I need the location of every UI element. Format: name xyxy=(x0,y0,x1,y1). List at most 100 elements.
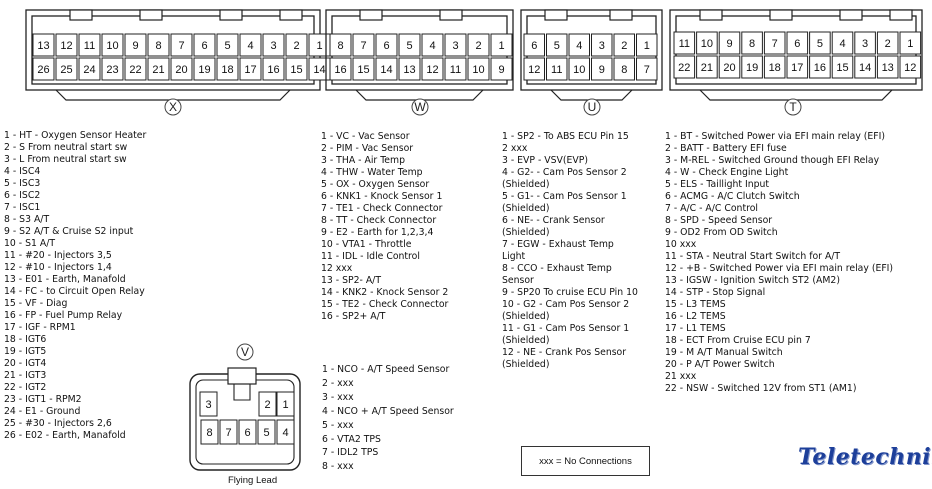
pinout-line: 1 - VC - Vac Sensor xyxy=(321,131,410,142)
pin-cavity xyxy=(285,33,308,57)
locking-tab xyxy=(609,9,633,21)
pin-cavity xyxy=(831,55,854,79)
pinout-line: 1 - HT - Oxygen Sensor Heater xyxy=(4,130,147,141)
pin-cavity xyxy=(763,31,786,55)
pin-cavity xyxy=(854,55,876,79)
pinout-line: 2 - S From neutral start sw xyxy=(4,142,128,153)
pin-number: 13 xyxy=(882,62,894,74)
pin-cavity xyxy=(170,57,193,81)
pin-cavity xyxy=(329,33,352,57)
pinout-line: 2 - PIM - Vac Sensor xyxy=(321,143,414,154)
pinout-line: (Shielded) xyxy=(502,359,550,370)
pinout-line: 4 - NCO + A/T Speed Sensor xyxy=(322,405,454,417)
pin-number: 20 xyxy=(175,64,187,76)
pin-number: 8 xyxy=(621,64,627,76)
pin-number: 21 xyxy=(701,62,713,74)
pinout-line: 7 - A/C - A/C Control xyxy=(665,203,758,214)
pin-number: 7 xyxy=(644,64,650,76)
pinout-line: 24 - E1 - Ground xyxy=(4,406,81,417)
pin-cavity xyxy=(238,419,257,445)
pinout-line: 13 - SP2- A/T xyxy=(321,275,381,286)
pinout-line: (Shielded) xyxy=(502,179,550,190)
pin-cavity xyxy=(276,391,295,417)
pin-cavity xyxy=(718,55,741,79)
pin-cavity xyxy=(546,57,568,81)
pin-cavity xyxy=(262,57,285,81)
pinout-line: 2 - xxx xyxy=(322,377,354,389)
pin-cavity xyxy=(786,31,809,55)
pinout-line: 3 - THA - Air Temp xyxy=(321,155,405,166)
pin-number: 24 xyxy=(83,64,95,76)
pinout-line: 17 - IGF - RPM1 xyxy=(4,322,76,333)
pin-number: 22 xyxy=(129,64,141,76)
pinout-line: 7 - IDL2 TPS xyxy=(322,447,379,459)
pinout-line: 14 - STP - Stop Signal xyxy=(665,287,766,298)
pin-number: 3 xyxy=(862,38,868,50)
pin-number: 13 xyxy=(37,40,49,52)
pin-number: 16 xyxy=(814,62,826,74)
pin-number: 12 xyxy=(904,62,916,74)
flying-lead-caption: Flying Lead xyxy=(228,475,278,486)
pinout-line: 8 - S3 A/T xyxy=(4,214,50,225)
pinout-line: 26 - E02 - Earth, Manafold xyxy=(4,430,126,441)
pin-cavity xyxy=(490,33,513,57)
connector-id-circle xyxy=(411,98,429,116)
pin-number: 5 xyxy=(817,38,823,50)
pin-cavity xyxy=(219,419,238,445)
pin-cavity xyxy=(55,33,78,57)
pinout-line: 11 - STA - Neutral Start Switch for A/T xyxy=(665,251,841,262)
pin-number: 7 xyxy=(178,40,184,52)
pin-cavity xyxy=(591,33,613,57)
connector-shell xyxy=(669,9,923,91)
locking-tab xyxy=(233,384,251,401)
pin-cavity xyxy=(467,57,490,81)
pinout-line: 14 - FC - to Circuit Open Relay xyxy=(4,286,145,297)
pin-cavity xyxy=(375,57,398,81)
pin-number: 16 xyxy=(334,64,346,76)
pin-cavity xyxy=(636,57,658,81)
pin-cavity xyxy=(276,419,295,445)
pin-cavity xyxy=(216,57,239,81)
locking-tab xyxy=(439,9,463,21)
pin-number: 1 xyxy=(498,40,504,52)
pinout-line: 12 - #10 - Injectors 1,4 xyxy=(4,262,112,273)
pin-cavity xyxy=(170,33,193,57)
pin-cavity xyxy=(398,33,421,57)
pin-cavity xyxy=(467,33,490,57)
pinout-line: 2 xxx xyxy=(502,143,528,154)
pin-number: 5 xyxy=(554,40,560,52)
pin-number: 2 xyxy=(293,40,299,52)
pinout-line: 9 - E2 - Earth for 1,2,3,4 xyxy=(321,227,434,238)
pin-cavity xyxy=(568,33,590,57)
pinout-line: 15 - VF - Diag xyxy=(4,298,68,309)
pin-cavity xyxy=(421,57,444,81)
pin-cavity xyxy=(786,55,809,79)
pinout-line: 8 - TT - Check Connector xyxy=(321,215,437,226)
pinout-line: 19 - IGT5 xyxy=(4,346,47,357)
pin-cavity xyxy=(636,33,658,57)
connector-latch xyxy=(550,89,633,101)
pin-cavity xyxy=(262,33,285,57)
pin-number: 18 xyxy=(769,62,781,74)
pin-cavity xyxy=(546,33,568,57)
pin-cavity xyxy=(101,33,124,57)
pin-cavity xyxy=(32,33,55,57)
pin-cavity xyxy=(124,57,147,81)
pinout-line: 12 - +B - Switched Power via EFI main re… xyxy=(665,263,894,274)
pinout-line: (Shielded) xyxy=(502,335,550,346)
connector-id-label: T xyxy=(789,100,797,114)
pin-cavity xyxy=(32,57,55,81)
pin-cavity xyxy=(741,55,763,79)
locking-tab xyxy=(889,9,913,21)
pin-number: 23 xyxy=(106,64,118,76)
locking-tab xyxy=(219,9,243,21)
pin-number: 22 xyxy=(678,62,690,74)
pinout-line: 3 - L From neutral start sw xyxy=(4,154,127,165)
locking-tab xyxy=(699,9,723,21)
connector-shell xyxy=(520,9,663,91)
